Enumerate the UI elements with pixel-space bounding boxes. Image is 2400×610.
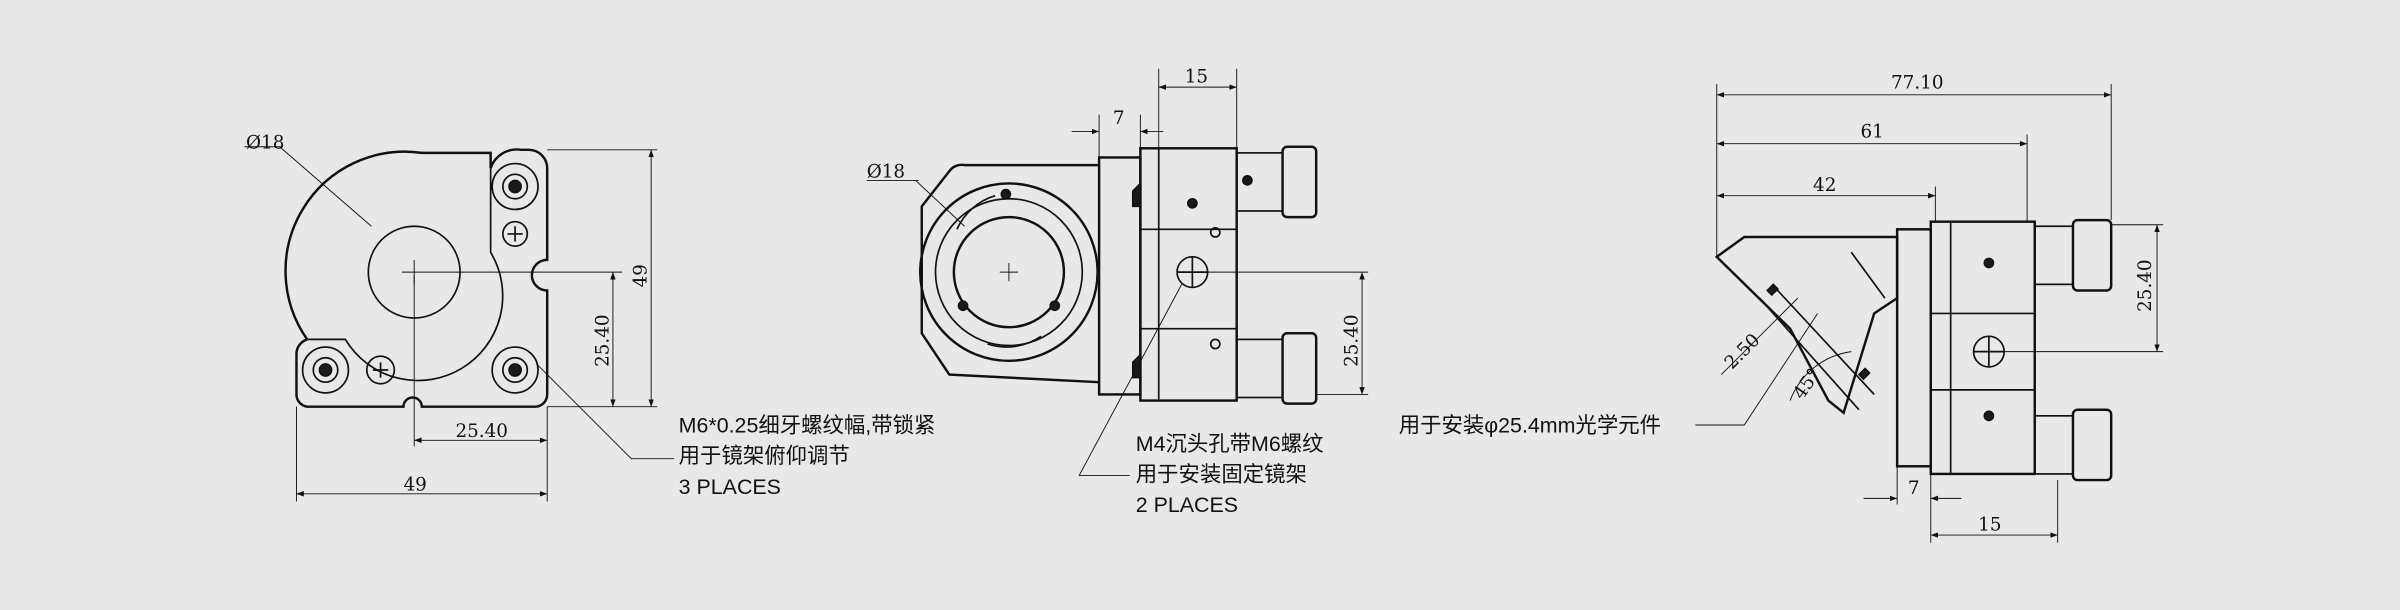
width-dimension: 49 [403, 475, 426, 496]
note-line: M4沉头孔带M6螺纹 [1136, 432, 1324, 456]
adjuster-block [1139, 147, 1238, 402]
note-line: 3 PLACES [679, 475, 781, 499]
mirror-ring [919, 182, 1099, 363]
angle-dimension: 45° [1789, 365, 1825, 404]
adjuster-knob-icon [1235, 145, 1318, 219]
dim-61: 61 [1860, 122, 1883, 143]
dim-42: 42 [1813, 175, 1836, 196]
diameter-label: Ø18 [867, 161, 905, 182]
mirror-holder [1714, 235, 1899, 415]
adjuster-knob-icon [2033, 218, 2113, 292]
offset-h-dimension: 25.40 [455, 421, 507, 442]
adjuster-block [1929, 220, 2036, 476]
offset-v-dimension: 25.40 [592, 314, 613, 366]
base-plate [1895, 228, 1932, 468]
offset-v-dimension: 25.40 [1341, 314, 1362, 366]
left-view: Ø18 49 25.40 49 25.40 M6*0.25细牙螺纹幅,带锁紧 用… [244, 132, 936, 502]
adjuster-knob-icon [1235, 332, 1318, 405]
note-line: 用于安装固定镜架 [1136, 463, 1307, 487]
middle-view: 15 7 Ø18 25.40 M4沉头孔带M6螺纹 用于安装固定镜架 2 PLA… [866, 67, 1369, 517]
dim-15: 15 [1185, 67, 1208, 88]
adjuster-screw-icon [491, 346, 539, 394]
adjuster-screw-icon [301, 346, 350, 394]
dim-total: 77.10 [1891, 73, 1943, 94]
dim-7: 7 [1908, 478, 1920, 499]
note-line: 2 PLACES [1136, 493, 1238, 517]
adjuster-knob-icon [2033, 408, 2113, 482]
mount-outline [284, 148, 549, 408]
offset-v-dimension: 25.40 [2135, 259, 2156, 311]
dim-7: 7 [1113, 108, 1125, 129]
thickness-dimension: 2.50 [1721, 330, 1765, 374]
right-view: 77.10 61 42 25.40 2.50 45° 7 15 用于安装φ25.… [1399, 73, 2164, 543]
dim-15: 15 [1978, 515, 2001, 536]
note-line: 用于镜架俯仰调节 [679, 444, 850, 468]
lock-screw-icon [365, 220, 529, 385]
adjuster-screw-icon [491, 162, 539, 211]
optic-bore [952, 215, 1066, 329]
height-dimension: 49 [631, 264, 652, 287]
diameter-label: Ø18 [246, 132, 284, 153]
note-line: 用于安装φ25.4mm光学元件 [1399, 414, 1661, 438]
note-line: M6*0.25细牙螺纹幅,带锁紧 [679, 414, 936, 438]
